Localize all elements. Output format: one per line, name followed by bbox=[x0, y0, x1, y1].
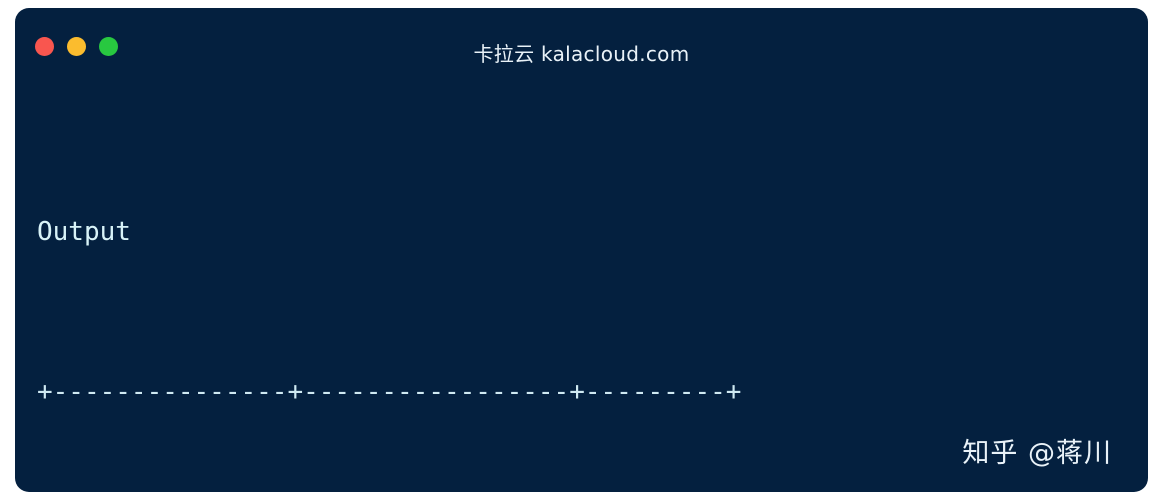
minimize-button[interactable] bbox=[67, 37, 86, 56]
table-top-rule: +---------------+-----------------+-----… bbox=[37, 377, 742, 407]
terminal-window: 卡拉云 kalacloud.com Output +--------------… bbox=[15, 8, 1148, 492]
terminal-output[interactable]: Output +---------------+----------------… bbox=[37, 92, 1148, 492]
maximize-button[interactable] bbox=[99, 37, 118, 56]
window-title: 卡拉云 kalacloud.com bbox=[473, 42, 690, 66]
title-bar: 卡拉云 kalacloud.com bbox=[15, 8, 1148, 80]
output-label-line: Output bbox=[37, 212, 1148, 252]
close-button[interactable] bbox=[35, 37, 54, 56]
output-label: Output bbox=[37, 217, 131, 247]
watermark: 知乎 @蒋川 bbox=[962, 438, 1112, 469]
window-controls bbox=[35, 37, 118, 56]
